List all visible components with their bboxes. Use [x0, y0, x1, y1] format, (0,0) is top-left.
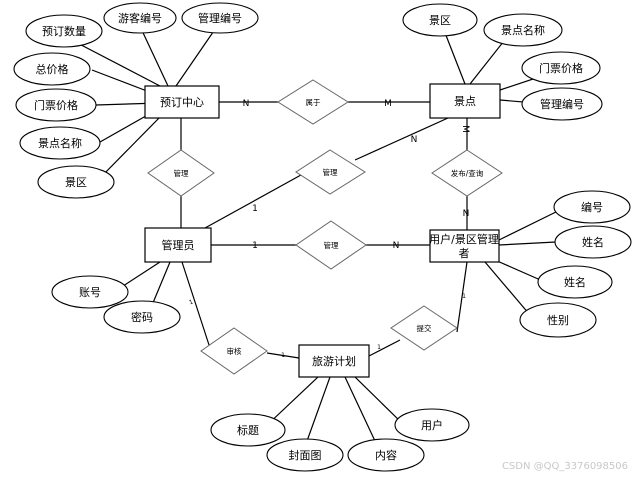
relation-manage-spot: 管理 [295, 149, 366, 195]
attribute-user-gender: 性别 [519, 302, 597, 338]
relation-manage-user: 管理 [295, 220, 367, 270]
attribute-user-name-1: 姓名 [554, 225, 632, 259]
entity-booking-center-label: 预订中心 [160, 96, 204, 109]
relation-review: 审核 [200, 327, 268, 375]
cardinality-admin-user-admin: 1 [252, 241, 258, 251]
relation-belongs-label: 属于 [306, 98, 321, 107]
attribute-area-booking: 景区 [37, 165, 115, 199]
attribute-manage-no-spot: 管理编号 [521, 87, 603, 121]
attribute-plan-user-label: 用户 [421, 418, 443, 432]
attribute-spot-name: 景点名称 [483, 13, 563, 47]
attribute-user-gender-label: 性别 [547, 313, 569, 327]
attribute-tourist-no-label: 游客编号 [118, 11, 162, 25]
cardinality-publish-user: N [463, 209, 470, 219]
attribute-spot-name-label: 景点名称 [501, 23, 545, 37]
attribute-tourist-no: 游客编号 [103, 2, 177, 34]
attribute-spot-name-booking-label: 景点名称 [38, 136, 82, 150]
cardinality-admin-user-user: N [393, 241, 400, 251]
cardinality-review-plan: 1 [281, 352, 285, 359]
relation-publish-query: 发布/查询 [431, 149, 503, 197]
relation-submit: 提交 [390, 305, 458, 351]
entity-user-manager-label-line2: 者 [459, 247, 470, 260]
attribute-booking-qty-label: 预订数量 [42, 25, 86, 38]
attribute-spot-name-booking: 景点名称 [19, 126, 101, 160]
attribute-plan-cover: 封面图 [266, 438, 344, 472]
attribute-manage-no-spot-label: 管理编号 [540, 97, 584, 111]
attribute-area-spot-label: 景区 [429, 14, 451, 27]
attribute-manage-no-booking-label: 管理编号 [198, 11, 242, 25]
entity-user-manager-label-line1: 用户/景区管理 [429, 232, 499, 246]
relation-manage-booking: 管理 [147, 149, 215, 197]
attribute-total-price-label: 总价格 [36, 62, 69, 76]
attribute-plan-title: 标题 [210, 413, 286, 447]
relation-manage-spot-label: 管理 [323, 167, 338, 177]
attribute-user-name-2-label: 姓名 [564, 275, 586, 289]
attribute-account-label: 账号 [79, 286, 101, 299]
cardinality-submit-user: 1 [462, 293, 466, 300]
attribute-plan-cover-label: 封面图 [289, 448, 322, 462]
attribute-area-spot: 景区 [402, 3, 478, 37]
relation-publish-query-label: 发布/查询 [451, 168, 484, 178]
attribute-password-label: 密码 [131, 310, 153, 324]
attribute-plan-title-label: 标题 [237, 423, 259, 437]
entity-admin: 管理员 [144, 227, 212, 263]
cardinality-belongs-spot: M [384, 99, 392, 109]
cardinality-labels: N M 1 N 1 N M N 1 1 1 1 [188, 99, 470, 359]
cardinality-admin-spot-admin: 1 [252, 204, 258, 214]
attribute-area-booking-label: 景区 [65, 176, 87, 189]
cardinality-belongs-booking: N [243, 99, 250, 109]
attribute-ticket-price-booking-label: 门票价格 [34, 98, 78, 112]
relation-submit-label: 提交 [417, 323, 432, 333]
relation-manage-user-label: 管理 [324, 240, 339, 250]
attribute-ticket-price-spot-label: 门票价格 [539, 61, 583, 75]
entity-travel-plan: 旅游计划 [298, 344, 370, 378]
attribute-plan-user: 用户 [394, 408, 470, 442]
cardinality-admin-spot-spot: N [411, 135, 418, 145]
attribute-user-name-1-label: 姓名 [582, 235, 604, 249]
attribute-manage-no-booking: 管理编号 [181, 2, 259, 34]
entity-admin-label: 管理员 [162, 238, 195, 252]
attribute-plan-content: 内容 [347, 438, 425, 472]
attribute-total-price: 总价格 [13, 52, 91, 86]
relation-belongs: 属于 [277, 79, 349, 125]
attribute-user-name-2: 姓名 [537, 265, 613, 299]
attribute-plan-content-label: 内容 [375, 448, 397, 462]
entity-user-manager: 用户/景区管理 者 [429, 229, 500, 263]
attribute-booking-qty: 预订数量 [25, 14, 103, 48]
attribute-user-no-label: 编号 [581, 200, 603, 214]
attribute-password: 密码 [103, 300, 181, 334]
attribute-ticket-price-booking: 门票价格 [15, 88, 97, 122]
relation-manage-booking-label: 管理 [174, 168, 189, 178]
entity-scenic-spot-label: 景点 [454, 95, 476, 108]
watermark-text: CSDN @QQ_3376098506 [502, 461, 628, 472]
entity-scenic-spot: 景点 [429, 83, 501, 119]
cardinality-review-admin: 1 [188, 298, 194, 306]
attribute-user-no: 编号 [553, 190, 631, 224]
entity-travel-plan-label: 旅游计划 [312, 354, 356, 368]
entity-booking-center: 预订中心 [144, 85, 220, 119]
relation-review-label: 审核 [227, 346, 242, 356]
cardinality-publish-spot: M [460, 125, 470, 133]
cardinality-submit-plan: 1 [377, 344, 381, 351]
attribute-ticket-price-spot: 门票价格 [521, 51, 601, 85]
attribute-account: 账号 [51, 275, 129, 309]
